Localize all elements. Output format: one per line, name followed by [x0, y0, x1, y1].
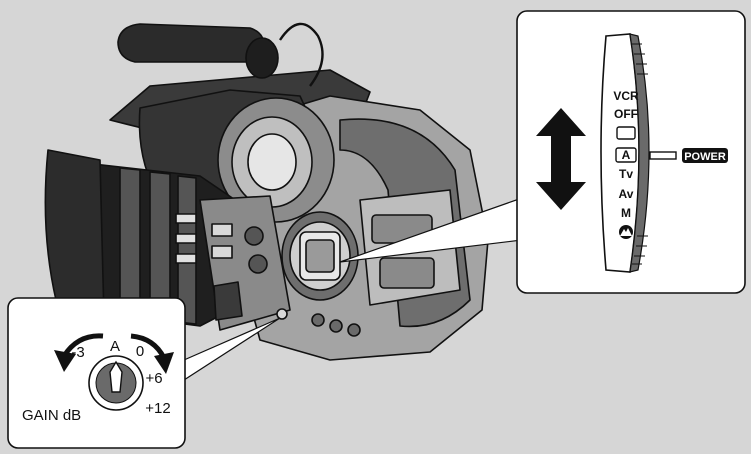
mountain-icon [619, 225, 633, 239]
gain-panel: -3 A 0 +6 +12 GAIN dB [7, 297, 186, 449]
gain-mark-minus-3: -3 [71, 344, 84, 361]
gain-mark-plus-12: +12 [145, 400, 170, 417]
lens-hood [44, 149, 105, 319]
gain-mark-plus-6: +6 [145, 370, 162, 387]
mode-label-off: OFF [614, 107, 638, 121]
mode-label-tv: Tv [619, 167, 633, 181]
gain-dial-knob [276, 308, 288, 320]
gain-dial-pointer [109, 360, 123, 393]
mode-label-av: Av [619, 187, 634, 201]
gain-title: GAIN dB [22, 407, 81, 424]
up-down-arrow-icon [536, 108, 586, 210]
microphone [117, 23, 265, 63]
gain-mark-auto: A [110, 338, 120, 355]
mode-camera-box [616, 126, 636, 140]
power-badge [682, 148, 728, 163]
power-panel: VCR OFF A Tv Av M POWER [516, 10, 746, 294]
mode-auto-box [615, 147, 637, 163]
gain-mark-0: 0 [136, 343, 144, 360]
power-dial [281, 211, 359, 301]
mode-label-m: M [621, 206, 631, 220]
gain-dial [88, 355, 144, 411]
power-label: POWER [684, 151, 726, 163]
power-indicator-mark [649, 151, 677, 160]
camcorder-illustration [44, 22, 489, 361]
mode-label-auto: A [622, 148, 631, 162]
mode-label-vcr: VCR [613, 89, 639, 103]
